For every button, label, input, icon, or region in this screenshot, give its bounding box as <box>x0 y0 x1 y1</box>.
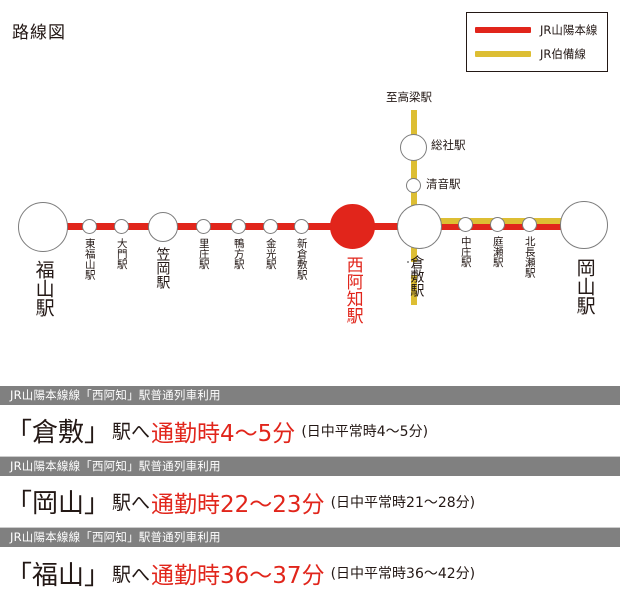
station-circle-nakasho <box>458 217 473 232</box>
commute-info-body: 「倉敷」 駅へ 通勤時4〜5分 (日中平常時4〜5分) <box>0 405 620 457</box>
station-circle-fukuyama <box>18 202 68 252</box>
commute-info-body: 「福山」 駅へ 通勤時36〜37分 (日中平常時36〜42分) <box>0 547 620 599</box>
station-label-takahashi: 至高梁駅 <box>386 90 432 104</box>
commute-info-header: JR山陽本線線「西阿知」駅普通列車利用 <box>0 386 620 405</box>
station-label-kiyone: 清音駅 <box>426 177 461 191</box>
station-circle-niwase <box>490 217 505 232</box>
station-label-nishiachi: 西阿知駅 <box>342 256 363 324</box>
commute-toward-label: 駅へ <box>112 421 151 443</box>
station-label-okayama: 岡山駅 <box>573 258 596 315</box>
station-circle-satosho <box>196 219 211 234</box>
rail-segment-hakubi-vertical-2 <box>411 242 417 262</box>
commute-info-list: JR山陽本線線「西阿知」駅普通列車利用 「倉敷」 駅へ 通勤時4〜5分 (日中平… <box>0 386 620 599</box>
station-label-daimon: 大門駅 <box>115 238 128 270</box>
commute-toward-label: 駅へ <box>112 563 151 586</box>
station-circle-soja-main <box>400 134 427 161</box>
line-swatch-gold-icon <box>475 51 531 57</box>
station-label-satosho: 里庄駅 <box>197 238 210 270</box>
station-circle-konko <box>263 219 278 234</box>
station-label-kasaoka: 笠岡駅 <box>154 247 171 289</box>
station-circle-kiyone <box>407 261 409 263</box>
station-circle-nishiachi <box>330 204 375 249</box>
station-circle-okayama <box>560 201 608 249</box>
legend-item-hakubi-line: JR伯備線 <box>475 46 586 62</box>
page-title: 路線図 <box>12 23 66 43</box>
commute-destination: 「倉敷」 <box>6 418 111 448</box>
line-swatch-red-icon <box>475 27 531 33</box>
commute-time-value: 通勤時4〜5分 <box>151 420 296 447</box>
legend-box: JR山陽本線 JR伯備線 <box>466 12 608 72</box>
station-circle-kamogata <box>231 219 246 234</box>
commute-info-header: JR山陽本線線「西阿知」駅普通列車利用 <box>0 457 620 476</box>
commute-daytime-value: (日中平常時21〜28分) <box>330 494 476 511</box>
station-label-kita-nagase: 北長瀬駅 <box>523 236 536 278</box>
station-label-kurashiki: 倉敷駅 <box>408 255 425 297</box>
legend-label-sanyo: JR山陽本線 <box>540 23 598 37</box>
station-label-fukuyama: 福山駅 <box>32 260 55 317</box>
legend-label-hakubi: JR伯備線 <box>540 47 586 61</box>
commute-info-header: JR山陽本線線「西阿知」駅普通列車利用 <box>0 528 620 547</box>
commute-time-value: 通勤時22〜23分 <box>151 491 325 518</box>
commute-info-block: JR山陽本線線「西阿知」駅普通列車利用 「岡山」 駅へ 通勤時22〜23分 (日… <box>0 457 620 528</box>
commute-info-block: JR山陽本線線「西阿知」駅普通列車利用 「福山」 駅へ 通勤時36〜37分 (日… <box>0 528 620 599</box>
station-circle-higashi-fukuyama <box>82 219 97 234</box>
commute-time-value: 通勤時36〜37分 <box>151 563 325 589</box>
station-label-nakasho: 中庄駅 <box>459 236 472 268</box>
commute-daytime-value: (日中平常時36〜42分) <box>330 566 476 582</box>
station-circle-daimon <box>114 219 129 234</box>
station-circle-shin-kurashiki <box>294 219 309 234</box>
station-label-soja: 総社駅 <box>431 138 466 152</box>
route-map: 至高梁駅 総社駅 清音駅 福山駅 東福山駅 大門駅 笠岡駅 里庄駅 鴨方駅 金光… <box>0 80 620 365</box>
station-circle-kita-nagase <box>522 217 537 232</box>
commute-destination: 「福山」 <box>6 560 111 591</box>
station-label-konko: 金光駅 <box>264 238 277 270</box>
station-label-shin-kurashiki: 新倉敷駅 <box>295 238 308 280</box>
rail-segment-hakubi-vertical-3 <box>411 275 417 305</box>
station-circle-kurashiki <box>397 204 442 249</box>
commute-toward-label: 駅へ <box>112 492 151 514</box>
commute-daytime-value: (日中平常時4〜5分) <box>301 423 429 440</box>
station-label-niwase: 庭瀬駅 <box>491 236 504 268</box>
station-label-kamogata: 鴨方駅 <box>232 238 245 270</box>
station-circle-kiyone-main <box>406 178 421 193</box>
station-circle-kasaoka <box>148 212 178 242</box>
station-label-higashi-fukuyama: 東福山駅 <box>83 238 96 280</box>
commute-info-body: 「岡山」 駅へ 通勤時22〜23分 (日中平常時21〜28分) <box>0 476 620 528</box>
commute-info-block: JR山陽本線線「西阿知」駅普通列車利用 「倉敷」 駅へ 通勤時4〜5分 (日中平… <box>0 386 620 457</box>
commute-destination: 「岡山」 <box>6 489 111 519</box>
rail-segment-hakubi-vertical <box>411 110 417 220</box>
legend-item-sanyo-line: JR山陽本線 <box>475 22 597 38</box>
